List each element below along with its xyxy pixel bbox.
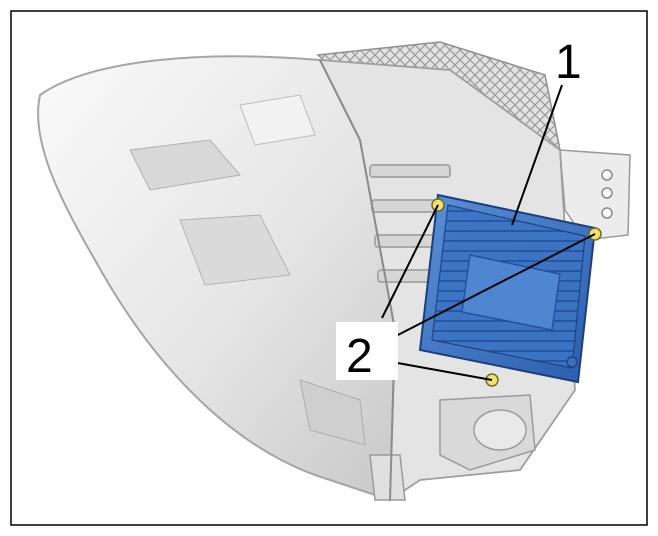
housing-seam [319, 59, 397, 501]
callout-1-background [548, 32, 586, 84]
headlamp-housing [37, 41, 631, 502]
lens-contour [129, 139, 241, 191]
tab-hole [601, 207, 613, 219]
control-module [418, 193, 602, 387]
lens-contour [179, 214, 291, 286]
lens-contour [239, 94, 316, 146]
lens-contour [299, 379, 366, 446]
leader-line-2c [391, 361, 493, 381]
leader-lines [381, 84, 596, 381]
mounting-tab [559, 149, 631, 241]
leader-line-2a [381, 204, 439, 319]
tab-hole [601, 169, 613, 181]
tab-hole [601, 187, 613, 199]
callout-2-label: 2 [346, 330, 373, 383]
mounting-foot [369, 454, 406, 501]
callout-2-background [336, 322, 398, 380]
callout-1-label: 1 [555, 36, 582, 89]
actuator-cap [473, 409, 527, 451]
mount-boss [566, 356, 578, 368]
leader-line-2b [391, 233, 596, 339]
leader-line-1 [511, 84, 563, 226]
